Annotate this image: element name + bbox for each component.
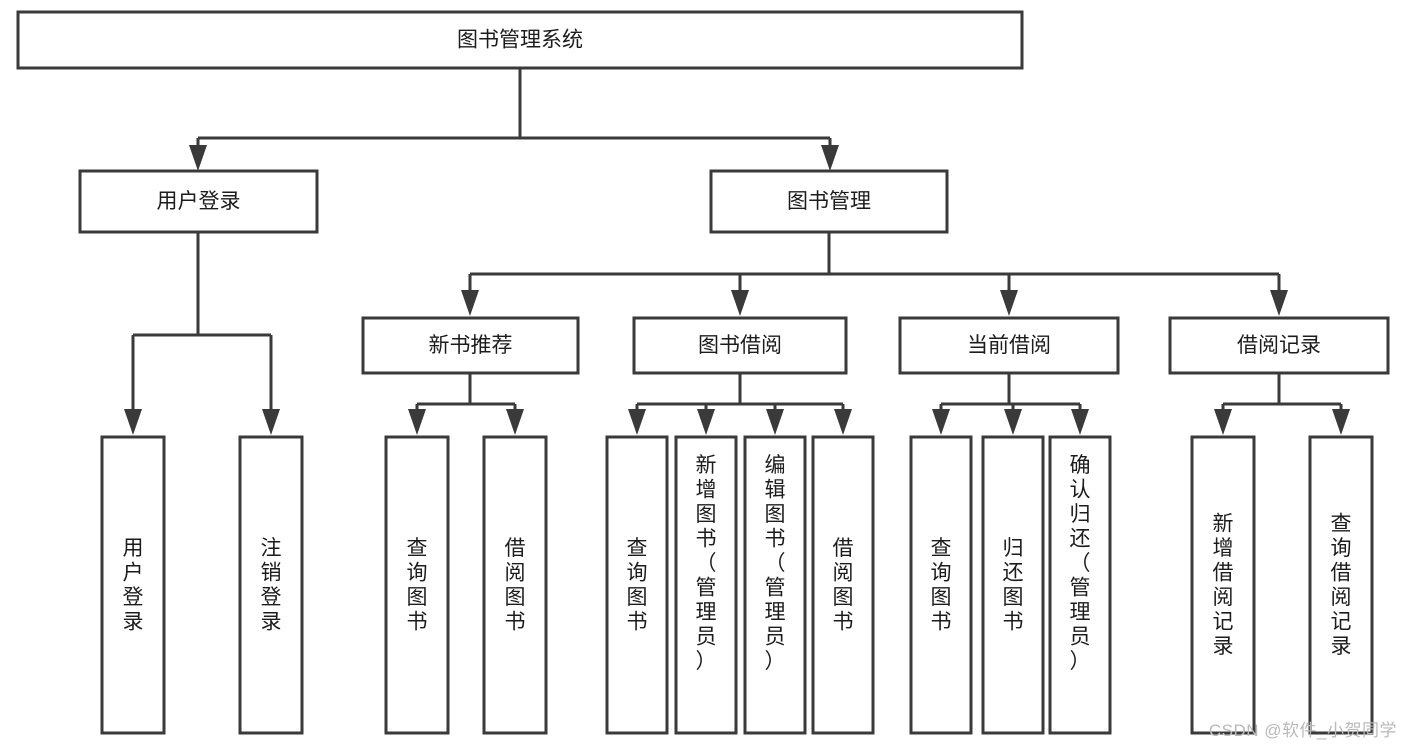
- node-root-box[interactable]: [16, 10, 1024, 70]
- node-leaf-logout-box[interactable]: [238, 435, 304, 735]
- node-leaf-add-record-box[interactable]: [1190, 435, 1256, 735]
- node-leaf-user-login-box[interactable]: [100, 435, 166, 735]
- node-leaf-user-login[interactable]: 用户登录: [100, 435, 166, 735]
- node-leaf-query-book-3[interactable]: 查询图书: [909, 435, 973, 735]
- arrow-to-leaf-query-book-3: [932, 409, 950, 435]
- arrow-to-leaf-logout: [262, 409, 280, 435]
- node-leaf-logout-label: 注销登录: [261, 537, 282, 634]
- node-user-login-box[interactable]: [78, 169, 319, 234]
- node-leaf-query-book-2-box[interactable]: [605, 435, 669, 735]
- arrow-to-leaf-user-login: [124, 409, 142, 435]
- node-leaf-confirm-return-label: 确认归还（管理员）: [1070, 454, 1091, 673]
- leaf-node-layer: 用户登录 注销登录 查询图书 借阅图书 查询图书 新增图书（管理员） 编辑图书（管理员） 借阅…: [100, 435, 1374, 735]
- node-leaf-confirm-return[interactable]: 确认归还（管理员）: [1048, 435, 1112, 735]
- node-new-book-recommend[interactable]: 新书推荐: [361, 316, 580, 375]
- node-leaf-query-record[interactable]: 查询借阅记录: [1308, 435, 1374, 735]
- node-user-login-label: 用户登录: [157, 190, 241, 213]
- node-root[interactable]: 图书管理系统: [16, 10, 1024, 70]
- arrow-to-leaf-borrow-book-1: [506, 409, 524, 435]
- node-leaf-query-book-3-box[interactable]: [909, 435, 973, 735]
- node-book-manage-box[interactable]: [709, 169, 949, 234]
- arrow-to-new-book-recommend: [461, 290, 479, 316]
- arrow-to-leaf-query-record: [1332, 409, 1350, 435]
- arrow-to-book-borrow: [731, 290, 749, 316]
- arrow-to-leaf-query-book-1: [408, 409, 426, 435]
- node-leaf-return-book[interactable]: 归还图书: [981, 435, 1045, 735]
- arrow-to-leaf-return-book: [1004, 409, 1022, 435]
- arrow-to-leaf-confirm-return: [1071, 409, 1089, 435]
- node-user-login[interactable]: 用户登录: [78, 169, 319, 234]
- node-borrow-record-box[interactable]: [1168, 316, 1390, 375]
- node-borrow-record[interactable]: 借阅记录: [1168, 316, 1390, 375]
- node-leaf-add-book-box[interactable]: [674, 435, 738, 735]
- arrow-to-user-login: [189, 145, 207, 171]
- node-leaf-query-book-1-box[interactable]: [384, 435, 450, 735]
- node-current-borrow[interactable]: 当前借阅: [898, 316, 1120, 375]
- node-current-borrow-box[interactable]: [898, 316, 1120, 375]
- node-leaf-query-book-2-label: 查询图书: [627, 537, 648, 634]
- arrow-to-leaf-add-book: [697, 409, 715, 435]
- node-leaf-query-book-1[interactable]: 查询图书: [384, 435, 450, 735]
- arrow-to-leaf-borrow-book-2: [834, 409, 852, 435]
- arrow-to-leaf-query-book-2: [628, 409, 646, 435]
- node-leaf-user-login-label: 用户登录: [123, 537, 144, 634]
- node-leaf-add-book[interactable]: 新增图书（管理员）: [674, 435, 738, 735]
- arrow-to-borrow-record: [1270, 290, 1288, 316]
- arrow-to-book-manage: [821, 145, 839, 171]
- node-leaf-add-book-label: 新增图书（管理员）: [696, 454, 717, 673]
- node-leaf-borrow-book-1[interactable]: 借阅图书: [482, 435, 548, 735]
- node-book-borrow-label: 图书借阅: [698, 334, 782, 357]
- node-leaf-borrow-book-1-label: 借阅图书: [505, 537, 526, 634]
- arrow-to-current-borrow: [1000, 290, 1018, 316]
- node-leaf-borrow-book-2-box[interactable]: [811, 435, 875, 735]
- node-leaf-add-record[interactable]: 新增借阅记录: [1190, 435, 1256, 735]
- node-leaf-query-book-1-label: 查询图书: [407, 537, 428, 634]
- node-leaf-borrow-book-2[interactable]: 借阅图书: [811, 435, 875, 735]
- node-leaf-edit-book-box[interactable]: [743, 435, 807, 735]
- node-current-borrow-label: 当前借阅: [967, 334, 1051, 357]
- node-leaf-add-record-label: 新增借阅记录: [1213, 513, 1234, 659]
- node-leaf-borrow-book-2-label: 借阅图书: [833, 537, 854, 634]
- node-leaf-query-book-2[interactable]: 查询图书: [605, 435, 669, 735]
- node-new-book-recommend-box[interactable]: [361, 316, 580, 375]
- connector-layer: [124, 68, 1350, 435]
- node-leaf-logout[interactable]: 注销登录: [238, 435, 304, 735]
- node-book-manage-label: 图书管理: [787, 190, 871, 213]
- node-leaf-query-record-label: 查询借阅记录: [1331, 513, 1352, 659]
- node-leaf-borrow-book-1-box[interactable]: [482, 435, 548, 735]
- node-leaf-query-book-3-label: 查询图书: [931, 537, 952, 634]
- arrow-to-leaf-edit-book: [766, 409, 784, 435]
- node-root-label: 图书管理系统: [457, 29, 583, 52]
- node-borrow-record-label: 借阅记录: [1237, 334, 1321, 357]
- node-leaf-edit-book-label: 编辑图书（管理员）: [765, 454, 786, 673]
- node-leaf-query-record-box[interactable]: [1308, 435, 1374, 735]
- node-book-borrow[interactable]: 图书借阅: [632, 316, 848, 375]
- node-layer: 图书管理系统 用户登录 图书管理 新书推荐 图书借阅: [16, 10, 1390, 735]
- node-book-borrow-box[interactable]: [632, 316, 848, 375]
- arrow-to-leaf-add-record: [1214, 409, 1232, 435]
- node-book-manage[interactable]: 图书管理: [709, 169, 949, 234]
- node-leaf-return-book-box[interactable]: [981, 435, 1045, 735]
- node-new-book-recommend-label: 新书推荐: [429, 334, 513, 357]
- node-leaf-confirm-return-box[interactable]: [1048, 435, 1112, 735]
- node-leaf-edit-book[interactable]: 编辑图书（管理员）: [743, 435, 807, 735]
- node-leaf-return-book-label: 归还图书: [1003, 537, 1024, 634]
